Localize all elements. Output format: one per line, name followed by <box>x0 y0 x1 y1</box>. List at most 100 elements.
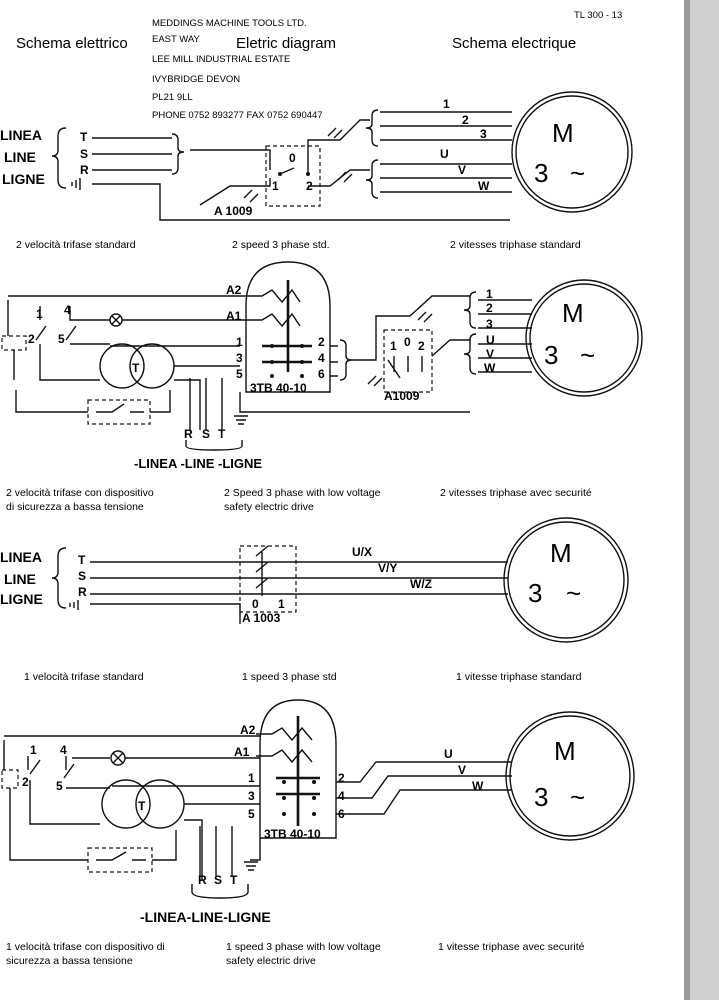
d3-motor-tilde: ~ <box>566 578 581 608</box>
d2-motor-tilde: ~ <box>580 340 595 370</box>
d4-s2: 2 <box>22 775 29 789</box>
d4-a2: A2 <box>240 723 256 737</box>
d4-caption-en-2: safety electric drive <box>226 955 316 967</box>
d4-contactor-name: 3TB 40-10 <box>264 827 321 841</box>
d2-a1: A1 <box>226 309 242 323</box>
d2-r: R <box>184 427 193 441</box>
d4-contactor-body <box>259 699 337 839</box>
d4-motor-tilde: ~ <box>570 782 585 812</box>
d4-motor-m: M <box>554 736 576 766</box>
d2-rst-wires <box>189 378 470 430</box>
d4-motor-3: 3 <box>534 782 548 812</box>
d1-brace-uvw <box>365 159 379 199</box>
d1-motor-3: 3 <box>534 158 548 188</box>
d2-c5: 5 <box>236 367 243 381</box>
d2-transformer-a <box>99 343 145 389</box>
d1-slash-c <box>337 171 353 183</box>
d1-sw-1: 1 <box>272 179 279 193</box>
d4-rst-line: -LINEA-LINE-LIGNE <box>140 909 271 925</box>
d3-sw-0: 0 <box>252 597 259 611</box>
d2-s5: 5 <box>58 332 65 346</box>
d1-sw-0: 0 <box>289 151 296 165</box>
d4-caption-en-1: 1 speed 3 phase with low voltage <box>226 941 381 953</box>
d1-caption-en: 2 speed 3 phase std. <box>232 239 330 251</box>
d3-r: R <box>78 585 87 599</box>
d2-contactor-body <box>245 261 331 393</box>
page-ref: TL 300 - 13 <box>574 10 622 21</box>
d2-t: T <box>218 427 226 441</box>
d1-m3: 3 <box>480 127 487 141</box>
d3-caption-fr: 1 vitesse triphase standard <box>456 671 582 683</box>
d2-top-wire <box>8 295 240 321</box>
d4-c3: 3 <box>248 789 255 803</box>
d2-contactor-bars <box>262 280 312 372</box>
d4-transformer-t: T <box>138 799 146 813</box>
d2-s2: 2 <box>28 332 35 346</box>
d1-m1: 1 <box>443 97 450 111</box>
d3-sw-name: A 1003 <box>242 611 281 625</box>
d4-a1: A1 <box>234 745 250 759</box>
d4-r: R <box>198 873 207 887</box>
d4-transformer-a <box>101 779 151 829</box>
d4-mu: U <box>444 747 453 761</box>
d2-caption-fr: 2 vitesses triphase avec securité <box>440 487 592 499</box>
d1-line-brace <box>51 127 67 189</box>
d4-mv: V <box>458 763 466 777</box>
d4-c1: 1 <box>248 771 255 785</box>
d1-supply-brace <box>171 133 185 175</box>
d1-m2: 2 <box>462 113 469 127</box>
d2-c6: 6 <box>318 367 325 381</box>
d2-motor-m: M <box>562 298 584 328</box>
d3-switch-box <box>239 545 297 613</box>
address-company: MEDDINGS MACHINE TOOLS LTD. <box>152 18 307 29</box>
d1-caption-fr: 2 vitesses triphase standard <box>450 239 581 251</box>
d1-slash-a <box>243 189 259 203</box>
d4-s4: 4 <box>60 743 67 757</box>
d2-c2: 2 <box>318 335 325 349</box>
d3-vy: V/Y <box>378 561 397 575</box>
d1-r: R <box>80 163 89 177</box>
address-estate: LEE MILL INDUSTRIAL ESTATE <box>152 54 290 65</box>
d1-switch-link <box>279 119 370 175</box>
d2-coil <box>240 288 301 328</box>
d2-mv: V <box>486 347 494 361</box>
d3-t: T <box>78 553 86 567</box>
d1-to-switch <box>190 149 271 206</box>
d1-sw-name: A 1009 <box>214 204 253 218</box>
d1-motor-wires <box>380 111 512 193</box>
d3-wires <box>90 561 508 624</box>
d2-c4: 4 <box>318 351 325 365</box>
d2-contactor-name: 3TB 40-10 <box>250 381 307 395</box>
d4-motor <box>505 711 635 841</box>
d2-switch-box <box>383 329 433 393</box>
d4-s5: 5 <box>56 779 63 793</box>
d1-motor-m: M <box>552 118 574 148</box>
d3-s: S <box>78 569 86 583</box>
d3-ux: U/X <box>352 545 372 559</box>
d2-mu: U <box>486 333 495 347</box>
d1-motor-tilde: ~ <box>570 158 585 188</box>
d4-s1: 1 <box>30 743 37 757</box>
d4-motor-wires <box>336 761 512 815</box>
d2-mw: W <box>484 361 496 375</box>
d2-caption-en-2: safety electric drive <box>224 501 314 513</box>
d4-s: S <box>214 873 222 887</box>
address-postcode: PL21 9LL <box>152 92 193 103</box>
d1-motor <box>511 91 633 213</box>
address-town: IVYBRIDGE DEVON <box>152 74 240 85</box>
diagram-4-one-speed-safety: 1 4 2 5 T A2 A1 1 3 5 2 4 6 3TB 40-10 U … <box>1 699 635 967</box>
d3-line: LINE <box>4 571 36 587</box>
title-english: Eletric diagram <box>236 35 336 52</box>
diagram-1-two-speed-standard: LINEA LINE LIGNE T S R 0 1 2 A 1009 1 2 … <box>0 91 633 251</box>
d1-ligne: LIGNE <box>2 171 45 187</box>
d2-brace-out <box>339 339 353 381</box>
d1-earth-symbol <box>71 178 81 190</box>
address-street: EAST WAY <box>152 34 201 45</box>
d1-mu: U <box>440 147 449 161</box>
d1-slash-b <box>327 127 343 139</box>
d3-linea: LINEA <box>0 549 42 565</box>
d4-caption-it-2: sicurezza a bassa tensione <box>6 955 133 967</box>
d4-rst-wires <box>199 826 261 876</box>
d4-t: T <box>230 873 238 887</box>
